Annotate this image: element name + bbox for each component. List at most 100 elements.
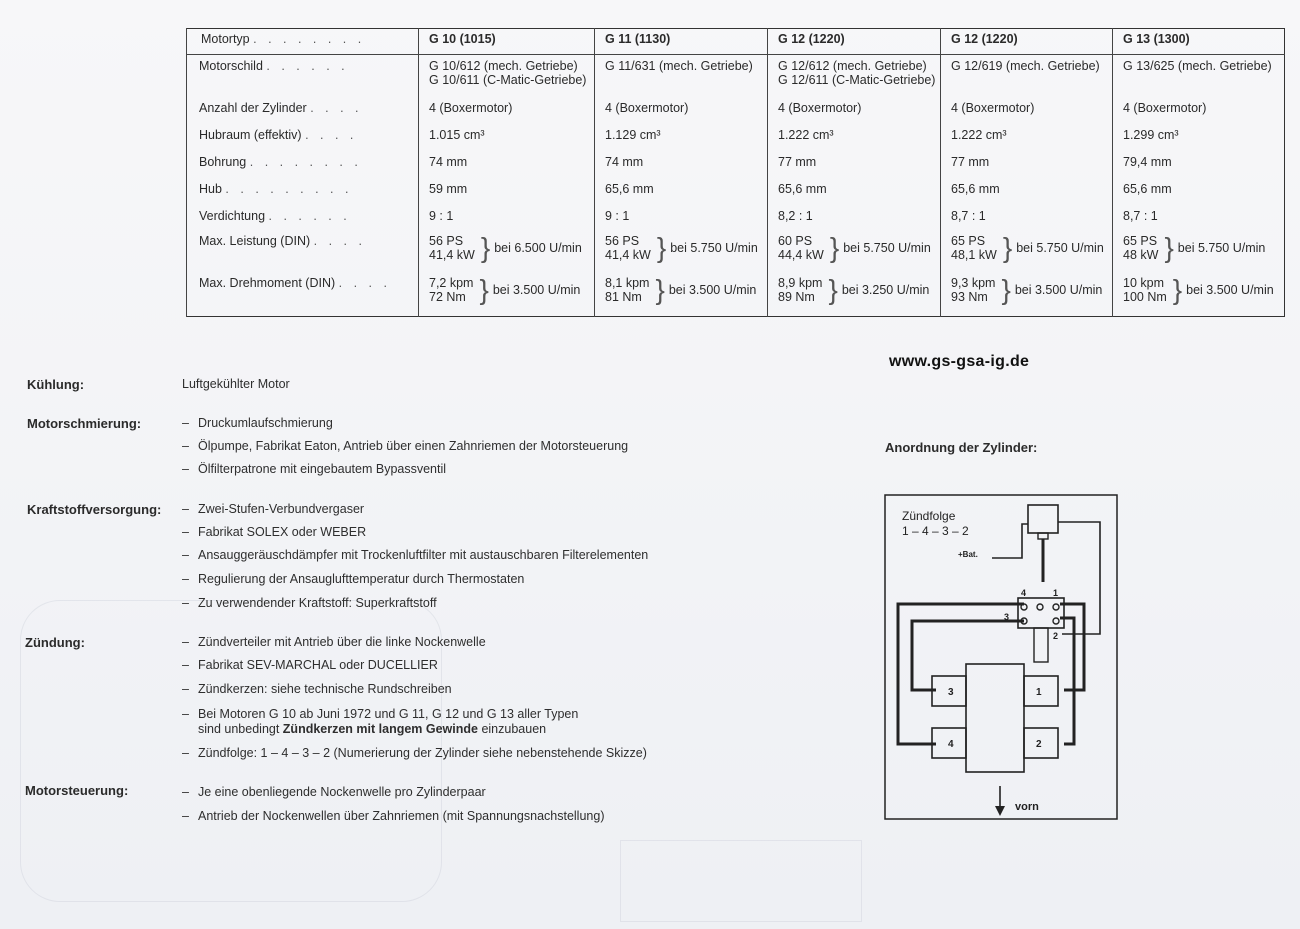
emphasis-text: Zündkerzen mit langem Gewinde: [282, 722, 478, 736]
list-item: –Zu verwendender Kraftstoff: Superkrafts…: [182, 596, 437, 610]
table-cell: G 10/612 (mech. Getriebe)G 10/611 (C-Mat…: [418, 54, 595, 97]
table-cell: 74 mm: [594, 151, 768, 178]
section-label-motorsteuerung: Motorsteuerung:: [25, 783, 129, 798]
list-item: sind unbedingt Zündkerzen mit langem Gew…: [198, 722, 546, 736]
list-item: –Druckumlaufschmierung: [182, 416, 333, 430]
cell-line: G 12/619 (mech. Getriebe): [951, 59, 1100, 73]
distributor-contact: [1036, 603, 1044, 611]
torque-nm: 89 Nm: [778, 290, 815, 304]
torque-kpm: 8,9 kpm: [778, 276, 823, 290]
cylinder-2: [1023, 727, 1059, 759]
table-cell: 1.129 cm³: [594, 124, 768, 151]
list-item-text: Zündfolge: 1 – 4 – 3 – 2 (Numerierung de…: [198, 746, 647, 760]
list-item-text: Je eine obenliegende Nockenwelle pro Zyl…: [198, 785, 486, 799]
table-cell: 65,6 mm: [940, 178, 1113, 205]
section-label-zuendung: Zündung:: [25, 635, 85, 650]
table-cell: 9 : 1: [418, 205, 595, 232]
row-label: Max. Drehmoment (DIN) . . . .: [186, 274, 419, 317]
table-cell: 1.299 cm³: [1112, 124, 1285, 151]
table-cell: 79,4 mm: [1112, 151, 1285, 178]
list-item: –Regulierung der Ansauglufttemperatur du…: [182, 572, 525, 586]
list-item-text: Ansauggeräuschdämpfer mit Trockenluftfil…: [198, 548, 649, 562]
list-item: –Fabrikat SEV-MARCHAL oder DUCELLIER: [182, 658, 438, 672]
torque-rpm: bei 3.500 U/min: [1014, 283, 1103, 297]
column-header: G 12 (1220): [767, 28, 941, 55]
cell-line: G 10/612 (mech. Getriebe): [429, 59, 578, 73]
battery-label: +Bat.: [958, 550, 978, 559]
cylinder-diagram: Zündfolge 1 – 4 – 3 – 2 +Bat. 4 1 3 2: [884, 494, 1118, 820]
power-ps: 56 PS: [429, 234, 464, 248]
ignition-coil: [1027, 504, 1059, 534]
list-item: –Antrieb der Nockenwellen über Zahnrieme…: [182, 809, 605, 823]
power-ps: 65 PS: [1123, 234, 1158, 248]
website-url[interactable]: www.gs-gsa-ig.de: [889, 353, 1030, 370]
row-label: Max. Leistung (DIN) . . . .: [186, 232, 419, 274]
diagram-frame: [884, 494, 1118, 820]
table-cell: G 12/612 (mech. Getriebe)G 12/611 (C-Mat…: [767, 54, 941, 97]
table-cell: G 13/625 (mech. Getriebe): [1112, 54, 1285, 97]
column-header: G 11 (1130): [594, 28, 768, 55]
firing-order-label: Zündfolge: [902, 509, 956, 523]
table-cell: 59 mm: [418, 178, 595, 205]
torque-kpm: 7,2 kpm: [429, 276, 474, 290]
table-row: Hubraum (effektiv) . . . . 1.015 cm³ 1.1…: [186, 124, 1285, 151]
torque-rpm: bei 3.500 U/min: [1186, 283, 1274, 297]
row-label: Bohrung . . . . . . . .: [186, 151, 419, 178]
table-cell: 4 (Boxermotor): [594, 97, 768, 124]
torque-nm: 93 Nm: [951, 290, 988, 304]
section-label-kraftstoffversorgung: Kraftstoffversorgung:: [27, 502, 162, 517]
distributor-contact: [1052, 603, 1060, 611]
engine-block: [965, 663, 1025, 773]
battery-wire: [992, 523, 1028, 559]
list-item-text: sind unbedingt: [198, 722, 283, 736]
row-label: Motorschild . . . . . .: [186, 54, 419, 97]
table-cell: 1.015 cm³: [418, 124, 595, 151]
section-label-motorschmierung: Motorschmierung:: [27, 416, 142, 431]
distributor-contact: [1052, 617, 1060, 625]
table-cell: 74 mm: [418, 151, 595, 178]
list-item: –Je eine obenliegende Nockenwelle pro Zy…: [182, 785, 486, 799]
power-rpm: bei 5.750 U/min: [670, 241, 758, 255]
table-cell: G 12/619 (mech. Getriebe): [940, 54, 1113, 97]
header-motortyp: Motortyp . . . . . . . .: [186, 28, 419, 55]
cell-line: G 11/631 (mech. Getriebe): [605, 59, 753, 73]
ignition-lead-4: [896, 602, 1024, 746]
power-kw: 44,4 kW: [778, 248, 824, 262]
table-cell: 4 (Boxermotor): [767, 97, 941, 124]
table-row: Motorschild . . . . . . G 10/612 (mech. …: [186, 54, 1285, 97]
coil-wire: [1058, 521, 1101, 635]
row-label: Hubraum (effektiv) . . . .: [186, 124, 419, 151]
table-cell: G 11/631 (mech. Getriebe): [594, 54, 768, 97]
ignition-lead-2: [1060, 616, 1076, 746]
list-item: –Zündverteiler mit Antrieb über die link…: [182, 635, 486, 649]
torque-rpm: bei 3.250 U/min: [841, 283, 930, 297]
table-cell: 1.222 cm³: [767, 124, 941, 151]
front-label: vorn: [1015, 801, 1039, 813]
power-kw: 41,4 kW: [429, 248, 475, 262]
dist-number-2: 2: [1053, 631, 1058, 641]
power-ps: 60 PS: [778, 234, 813, 248]
power-rpm: bei 6.500 U/min: [494, 241, 582, 255]
list-item-text: Fabrikat SOLEX oder WEBER: [198, 525, 367, 539]
cylinder-number-3: 3: [948, 687, 954, 698]
torque-kpm: 10 kpm: [1123, 276, 1164, 290]
list-item-text: Druckumlaufschmierung: [198, 416, 333, 430]
table-row: Verdichtung . . . . . . 9 : 1 9 : 1 8,2 …: [186, 205, 1285, 232]
table-cell: 8,2 : 1: [767, 205, 941, 232]
table-row: Bohrung . . . . . . . . 74 mm 74 mm 77 m…: [186, 151, 1285, 178]
list-item-text: Bei Motoren G 10 ab Juni 1972 und G 11, …: [198, 707, 579, 721]
column-header: G 13 (1300): [1112, 28, 1285, 55]
cylinder-1: [1023, 675, 1059, 707]
table-header-row: Motortyp . . . . . . . . G 10 (1015) G 1…: [186, 28, 1285, 55]
power-ps: 65 PS: [951, 234, 986, 248]
ignition-lead-3: [910, 619, 1024, 692]
list-item: Luftgekühlter Motor: [182, 377, 290, 391]
coil-terminal: [1037, 532, 1049, 540]
list-item-text: Zu verwendender Kraftstoff: Superkraftst…: [198, 596, 437, 610]
background-trace: [20, 600, 442, 902]
